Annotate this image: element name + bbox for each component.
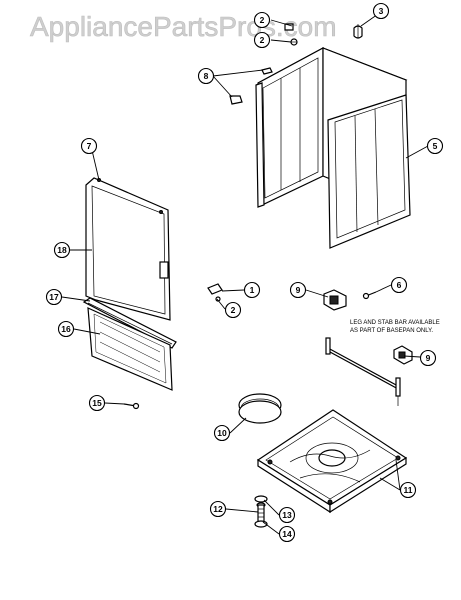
callout-16: 16 [57, 320, 75, 338]
callout-8: 8 [197, 67, 215, 85]
svg-text:2: 2 [231, 305, 236, 315]
note-line-1: LEG AND STAB BAR AVAILABLE [350, 320, 440, 326]
svg-text:8: 8 [204, 71, 209, 81]
screw-part-15[interactable] [123, 402, 140, 410]
callout-14: 14 [278, 525, 296, 543]
callout-9-upper: 9 [289, 281, 307, 299]
leg-stab-bar-part[interactable] [325, 337, 401, 406]
callout-2-middle: 2 [224, 301, 242, 319]
clip-part-3[interactable] [353, 24, 363, 39]
callout-18: 18 [53, 241, 71, 259]
base-pan-part[interactable] [256, 409, 408, 514]
screw-part-6[interactable] [362, 291, 377, 300]
svg-text:15: 15 [92, 398, 102, 408]
callout-5: 5 [426, 137, 444, 155]
clip-part-8[interactable] [229, 67, 273, 105]
front-panel-part[interactable] [85, 177, 171, 321]
callout-17: 17 [45, 288, 63, 306]
callout-2-top-screw: 2 [253, 31, 271, 49]
svg-text:9: 9 [426, 353, 431, 363]
svg-text:5: 5 [433, 141, 438, 151]
svg-text:18: 18 [57, 245, 67, 255]
svg-text:10: 10 [217, 428, 227, 438]
callout-9-lower: 9 [419, 349, 437, 367]
svg-text:1: 1 [250, 285, 255, 295]
callout-2-top-clip: 2 [253, 11, 271, 29]
callout-12: 12 [209, 500, 227, 518]
bracket-part-9-upper[interactable] [323, 289, 347, 311]
callout-3: 3 [372, 2, 390, 20]
bracket-part-9-lower[interactable] [393, 345, 413, 365]
callout-1: 1 [243, 281, 261, 299]
callout-6: 6 [390, 276, 408, 294]
callout-10: 10 [213, 424, 231, 442]
svg-text:11: 11 [404, 485, 413, 495]
svg-text:14: 14 [282, 529, 292, 539]
svg-text:13: 13 [282, 510, 292, 520]
kick-panel-part[interactable] [87, 307, 173, 391]
clip-part-1[interactable] [207, 283, 223, 302]
svg-text:2: 2 [260, 35, 265, 45]
svg-text:7: 7 [87, 141, 92, 151]
ring-part-10[interactable] [238, 393, 282, 424]
svg-text:3: 3 [379, 6, 384, 16]
callout-11: 11 [399, 481, 417, 499]
svg-text:16: 16 [61, 324, 71, 334]
callout-15: 15 [88, 394, 106, 412]
svg-text:9: 9 [296, 285, 301, 295]
svg-text:6: 6 [397, 280, 402, 290]
note-line-2: AS PART OF BASEPAN ONLY. [350, 328, 433, 334]
cabinet-part[interactable] [255, 46, 411, 249]
callout-7: 7 [80, 137, 98, 155]
screw-part-2-top[interactable] [290, 38, 298, 46]
callout-13: 13 [278, 506, 296, 524]
svg-text:12: 12 [213, 504, 223, 514]
svg-text:2: 2 [260, 15, 265, 25]
svg-text:17: 17 [49, 292, 59, 302]
